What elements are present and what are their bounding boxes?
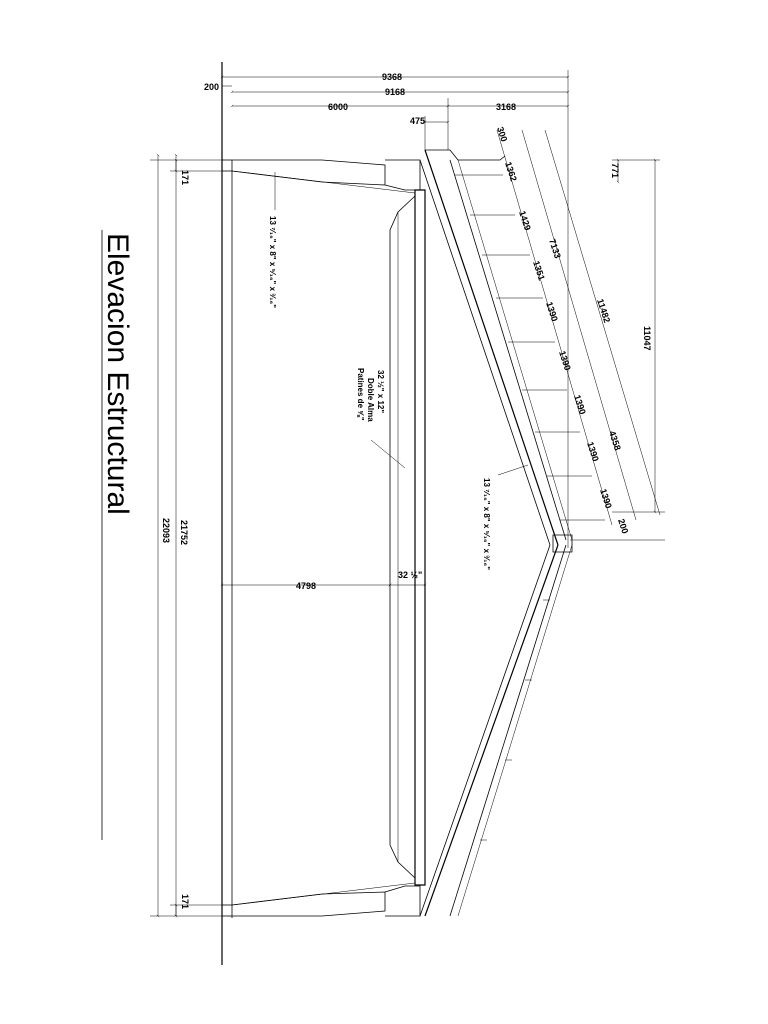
top-brace: [231, 170, 416, 194]
dim-771: 771: [610, 163, 620, 178]
long-beam-flange: [389, 195, 416, 879]
dim-9368: 9368: [382, 72, 402, 82]
bottom-brace: [231, 882, 416, 906]
rafter-top-face2: [457, 159, 573, 541]
dim-1390-e: 1390: [598, 488, 614, 510]
dimensions-mid: 4798 32 ½": [220, 570, 427, 591]
dim-11482: 11482: [595, 298, 612, 324]
dim-200-top: 200: [204, 82, 219, 92]
apex-plate: [552, 534, 573, 553]
rafter-top-inner: [419, 159, 551, 546]
dim-11047: 11047: [642, 326, 652, 351]
dim-171-top: 171: [180, 170, 190, 185]
dim-300: 300: [495, 126, 509, 143]
note-rafter-section: 13 ⁷⁄₁₆" x 8" x ⁵⁄₁₆" x ³⁄₁₆": [482, 478, 491, 570]
dim-200-bottom: 200: [616, 518, 630, 535]
rafter-bottom-face: [449, 544, 567, 917]
dim-475: 475: [410, 116, 425, 126]
dimensions-left: 171 171 21752 22093: [150, 153, 222, 918]
dim-9168: 9168: [385, 87, 405, 97]
dim-1351: 1351: [531, 260, 547, 282]
long-beam: [414, 189, 426, 886]
annotations: 13 ⁷⁄₁₆" x 8" x ⁵⁄₁₆" x ³⁄₁₆" 32 ½" x 12…: [268, 172, 529, 570]
dim-1362: 1362: [503, 161, 519, 183]
purlins-top: [455, 174, 605, 521]
dimensions-sloped: 300 771 1362 1429 7133 1351 11482 1390 1…: [495, 126, 665, 541]
dim-7133: 7133: [547, 238, 563, 260]
note-beam-line2: Doble Alma: [366, 378, 375, 422]
dim-1390-a: 1390: [544, 301, 560, 323]
top-haunch-plate: [384, 159, 421, 191]
dim-1429: 1429: [517, 210, 533, 232]
dim-32-half: 32 ½": [398, 570, 422, 580]
dim-1390-b: 1390: [557, 350, 573, 372]
dim-22093: 22093: [161, 518, 171, 543]
dim-21752: 21752: [179, 520, 189, 545]
structure: [221, 62, 605, 965]
purlins-bottom: [480, 599, 550, 841]
dim-4798: 4798: [296, 581, 316, 591]
dim-6000: 6000: [328, 102, 348, 112]
rafter-top-outer: [424, 149, 559, 546]
rafter-bottom-face2: [457, 544, 573, 917]
title-group: Elevacion Estructural: [101, 230, 134, 840]
dim-1390-d: 1390: [585, 441, 601, 463]
top-haunch: [231, 159, 386, 186]
rafter-bottom-outer: [424, 544, 559, 917]
bottom-haunch-plate: [384, 885, 421, 917]
rafter-bottom-inner: [419, 544, 551, 917]
rafter-top-face: [449, 159, 567, 541]
note-beam-line3: Patines de ⅝": [356, 368, 365, 421]
note-column-section: 13 ⁷⁄₁₆" x 8" x ⁵⁄₁₆" x ³⁄₁₆": [268, 216, 277, 308]
dim-4358: 4358: [607, 430, 623, 452]
dim-171-bottom: 171: [180, 894, 190, 909]
dim-1390-c: 1390: [572, 394, 588, 416]
top-cantilever: [425, 149, 506, 161]
note-beam-line1: 32 ½" x 12": [376, 370, 385, 413]
dim-3168: 3168: [496, 102, 516, 112]
drawing-title: Elevacion Estructural: [101, 233, 134, 515]
dimensions-top: 9368 200 9168 6000 3168 475: [204, 70, 570, 548]
